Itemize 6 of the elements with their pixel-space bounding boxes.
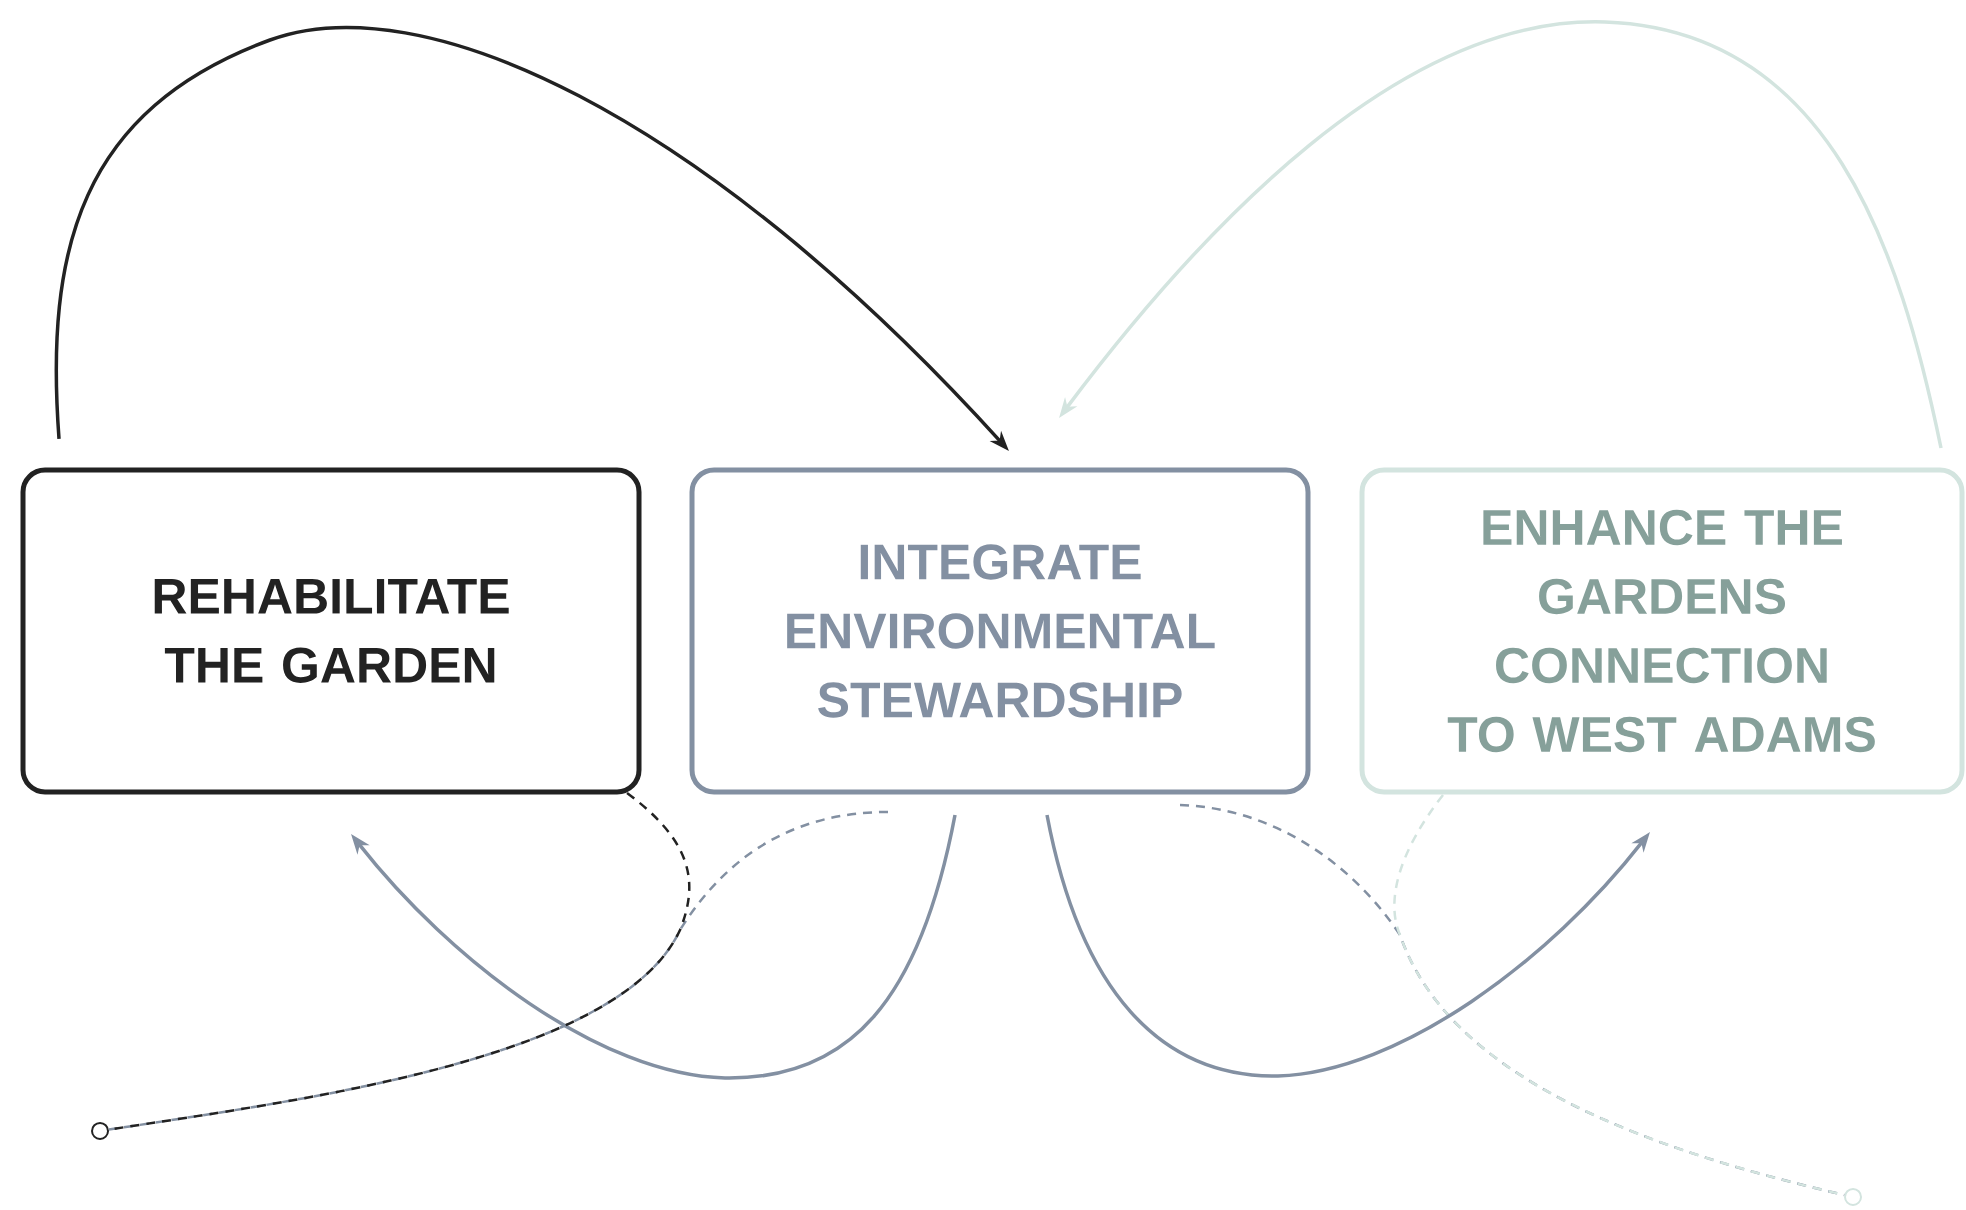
dashed-connector (108, 810, 889, 1131)
endpoint-circle (91, 1122, 109, 1140)
process-box: REHABILITATE THE GARDEN (20, 467, 642, 795)
endpoint-circle (1844, 1188, 1862, 1206)
process-box: ENHANCE THE GARDENS CONNECTION TO WEST ADAMS (1359, 467, 1965, 795)
process-box: INTEGRATE ENVIRONMENTAL STEWARDSHIP (689, 467, 1311, 795)
